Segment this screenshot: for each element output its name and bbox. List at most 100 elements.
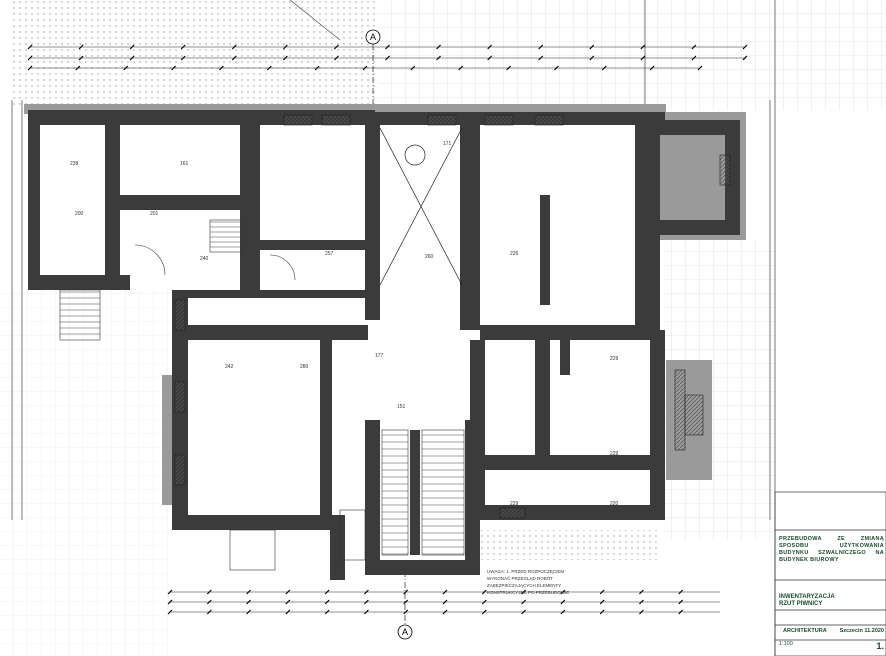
dimension-tick	[385, 44, 390, 50]
dimension-tick	[285, 589, 291, 595]
notes-line: KONSTRUKCYJNE PO PRZEBUDOWIE	[487, 590, 570, 595]
dimension-tick	[506, 65, 511, 71]
dimension-tick	[521, 609, 526, 615]
dimension-tick	[649, 65, 655, 71]
wall	[655, 120, 740, 135]
dimension-tick	[436, 55, 441, 61]
room-label: 201	[150, 211, 159, 217]
dimension-tick	[691, 44, 697, 50]
dimension-tick	[206, 599, 212, 605]
dimension-tick	[436, 44, 441, 50]
dimension-tick	[521, 599, 526, 605]
wall	[470, 340, 485, 520]
room-label: 240	[200, 256, 209, 262]
dimension-tick	[481, 599, 487, 605]
discipline: ARCHITEKTURA	[783, 628, 827, 634]
dimension-tick	[78, 55, 84, 61]
dimension-tick	[403, 589, 409, 595]
project-title: PRZEBUDOWA ZE ZMIANĄ SPOSOBU UŻYTKOWANIA…	[779, 536, 884, 563]
dimension-tick	[285, 599, 291, 605]
room-label: 200	[75, 211, 84, 217]
dimension-tick	[324, 599, 330, 605]
dimension-tick	[639, 589, 644, 595]
dimension-tick	[171, 65, 176, 71]
dimension-tick	[78, 44, 84, 50]
dimension-tick	[639, 599, 644, 605]
dimension-tick	[521, 589, 526, 595]
dimension-tick	[697, 65, 703, 71]
axis-marker-bottom: A	[397, 560, 413, 640]
dimension-tick	[364, 599, 369, 605]
dimension-tick	[599, 609, 605, 615]
dimension-tick	[639, 609, 644, 615]
dimension-tick	[219, 65, 224, 71]
dimension-tick	[266, 65, 272, 71]
ground-grid-north	[378, 0, 886, 110]
dimension-tick	[678, 599, 684, 605]
window	[174, 381, 186, 413]
window	[427, 114, 457, 126]
dimension-tick	[742, 55, 748, 61]
dimension-tick	[403, 609, 409, 615]
dimension-tick	[487, 55, 493, 61]
room-label: 257	[325, 251, 334, 257]
window	[283, 114, 313, 126]
wall	[480, 325, 650, 340]
paved-area-south	[480, 530, 660, 560]
dimension-tick	[246, 599, 251, 605]
room-label: 280	[300, 364, 309, 370]
dimension-tick	[410, 65, 416, 71]
wall	[330, 515, 345, 580]
window	[719, 154, 731, 186]
dimension-tick	[285, 609, 291, 615]
dimension-tick	[442, 609, 448, 615]
window	[499, 507, 526, 519]
window	[321, 114, 351, 126]
room-label: 238	[70, 161, 79, 167]
dimension-tick	[640, 55, 646, 61]
wall	[28, 275, 130, 290]
notes-heading: UWAGA: 1. PRZED ROZPOCZĘCIEM	[487, 569, 565, 574]
room-label: 242	[225, 364, 234, 370]
ground-grid-west	[0, 290, 170, 656]
dimension-tick	[538, 55, 544, 61]
dimension-tick	[678, 609, 684, 615]
dimension-tick	[334, 44, 339, 50]
dimension-tick	[599, 589, 605, 595]
dimension-tick	[560, 609, 566, 615]
dimension-tick	[206, 609, 212, 615]
wall	[375, 112, 665, 125]
dimension-tick	[481, 609, 487, 615]
dimension-tick	[458, 65, 464, 71]
wall	[655, 220, 740, 235]
room-label: 226	[510, 251, 519, 257]
dimension-tick	[560, 589, 566, 595]
room-label: 229	[610, 451, 619, 457]
construction-notes: UWAGA: 1. PRZED ROZPOCZĘCIEM WYKONAĆ PRZ…	[487, 568, 597, 596]
dimension-tick	[314, 65, 320, 71]
wall	[120, 195, 245, 210]
shaft-cross	[379, 127, 463, 286]
dimension-tick	[742, 44, 748, 50]
room-label: 229	[610, 356, 619, 362]
dimension-tick	[123, 65, 129, 71]
dimension-tick	[589, 44, 595, 50]
dimension-tick	[554, 65, 559, 71]
dimension-tick	[27, 55, 33, 61]
wall	[410, 430, 420, 555]
dimension-tick	[180, 44, 186, 50]
wall	[320, 340, 332, 520]
dimension-tick	[691, 55, 697, 61]
wall	[240, 125, 260, 290]
windows	[174, 114, 731, 519]
stairs	[59, 219, 465, 571]
window	[534, 114, 564, 126]
wall	[188, 290, 368, 298]
room-label: 229	[510, 501, 519, 507]
dimension-tick	[27, 44, 33, 50]
room-label: 171	[443, 141, 452, 147]
notes-line: WYKONAĆ PRZEGLĄD ROBÓT	[487, 576, 554, 581]
dimension-tick	[324, 609, 330, 615]
wall	[365, 125, 380, 320]
dimension-tick	[334, 55, 339, 61]
